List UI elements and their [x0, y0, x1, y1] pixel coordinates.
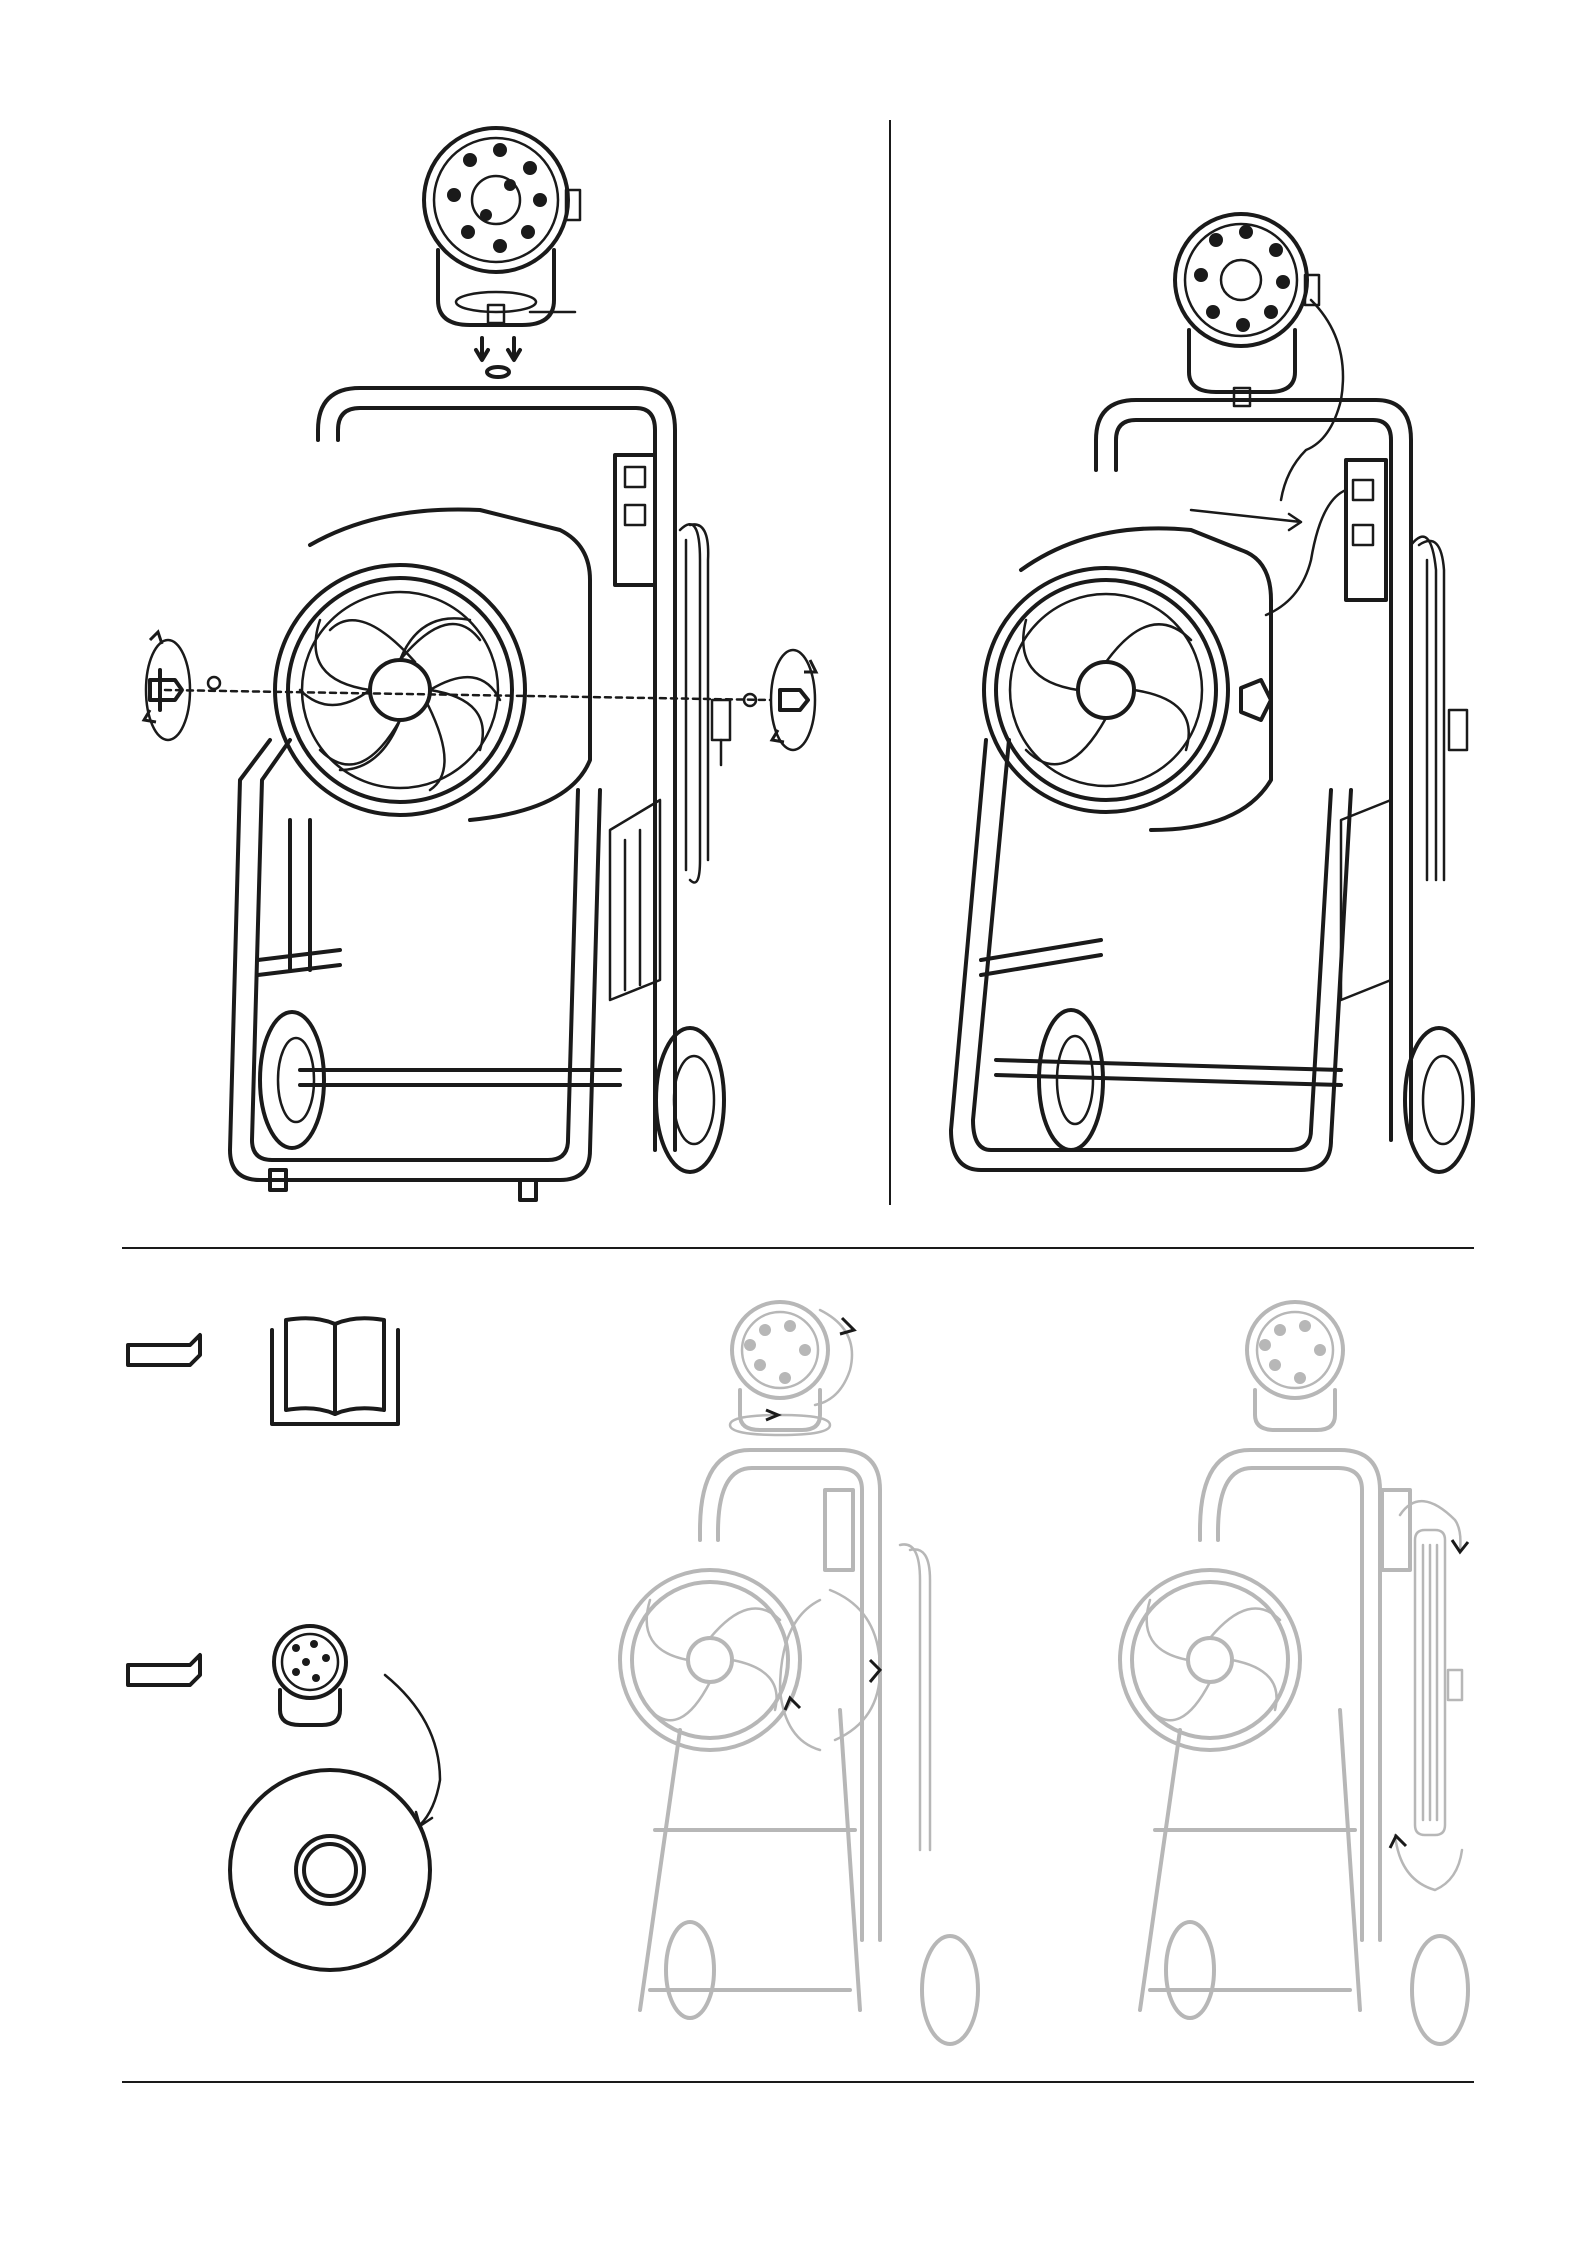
light-head [1175, 214, 1343, 500]
horizontal-divider-top [122, 1247, 1474, 1249]
step-light-direction-panel [120, 1600, 440, 1960]
arrow-right-icon-1 [128, 1335, 200, 1365]
fan-cart-assembly-icon [0, 0, 889, 1240]
cart-frame [230, 388, 675, 1180]
cord-coil [680, 524, 730, 882]
mounting-knobs [144, 632, 816, 750]
horizontal-divider-bottom [122, 2081, 1474, 2083]
light-head [424, 128, 580, 377]
cord-wrap-arrows [1080, 1290, 1480, 2050]
step-read-manual-panel [120, 1300, 420, 1440]
wheels [1039, 1010, 1473, 1172]
step-adjust-panel [580, 1290, 1000, 2050]
step-connect-cord-panel [891, 0, 1587, 1240]
fan-unit [984, 528, 1271, 830]
arrow-right-icon-2 [128, 1655, 200, 1685]
light-to-target-icon [120, 1600, 440, 1960]
step-mount-light-panel [0, 0, 889, 1240]
open-book-icon [120, 1300, 420, 1440]
fan-cart-wiring-icon [891, 0, 1587, 1240]
fan-unit [275, 509, 590, 820]
step-wrap-cord-panel [1080, 1290, 1480, 2050]
cord-coil [1411, 537, 1467, 880]
adjust-arrows [580, 1290, 1000, 2050]
